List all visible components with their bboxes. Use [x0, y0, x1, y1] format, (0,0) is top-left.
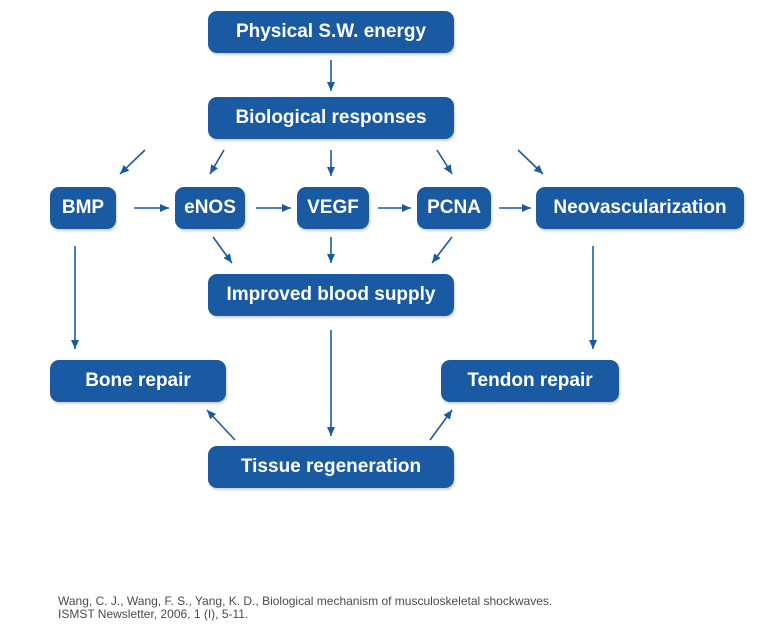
arrow-biological-to-pcna [436, 149, 453, 175]
node-improved-blood-supply: Improved blood supply [208, 274, 454, 316]
node-vegf: VEGF [297, 187, 369, 229]
citation-line-2: ISMST Newsletter, 2006, 1 (I), 5-11. [58, 607, 249, 621]
arrow-tissue_regeneration-to-tendon_repair [429, 409, 453, 441]
node-biological-responses: Biological responses [208, 97, 454, 139]
arrow-pcna-to-blood_supply [431, 236, 453, 264]
node-tissue-regeneration: Tissue regeneration [208, 446, 454, 488]
citation: Wang, C. J., Wang, F. S., Yang, K. D., B… [58, 595, 552, 621]
arrow-enos-to-blood_supply [212, 236, 233, 264]
node-physical-sw-energy: Physical S.W. energy [208, 11, 454, 53]
citation-line-1: Wang, C. J., Wang, F. S., Yang, K. D., B… [58, 594, 553, 608]
node-bmp: BMP [50, 187, 116, 229]
arrow-tissue_regeneration-to-bone_repair [206, 409, 236, 441]
arrow-biological-to-neovascularization [517, 149, 544, 175]
arrow-biological-to-bmp [119, 149, 146, 175]
node-bone-repair: Bone repair [50, 360, 226, 402]
arrow-biological-to-enos [209, 149, 225, 175]
node-tendon-repair: Tendon repair [441, 360, 619, 402]
node-enos: eNOS [175, 187, 245, 229]
node-neovascularization: Neovascularization [536, 187, 744, 229]
node-pcna: PCNA [417, 187, 491, 229]
